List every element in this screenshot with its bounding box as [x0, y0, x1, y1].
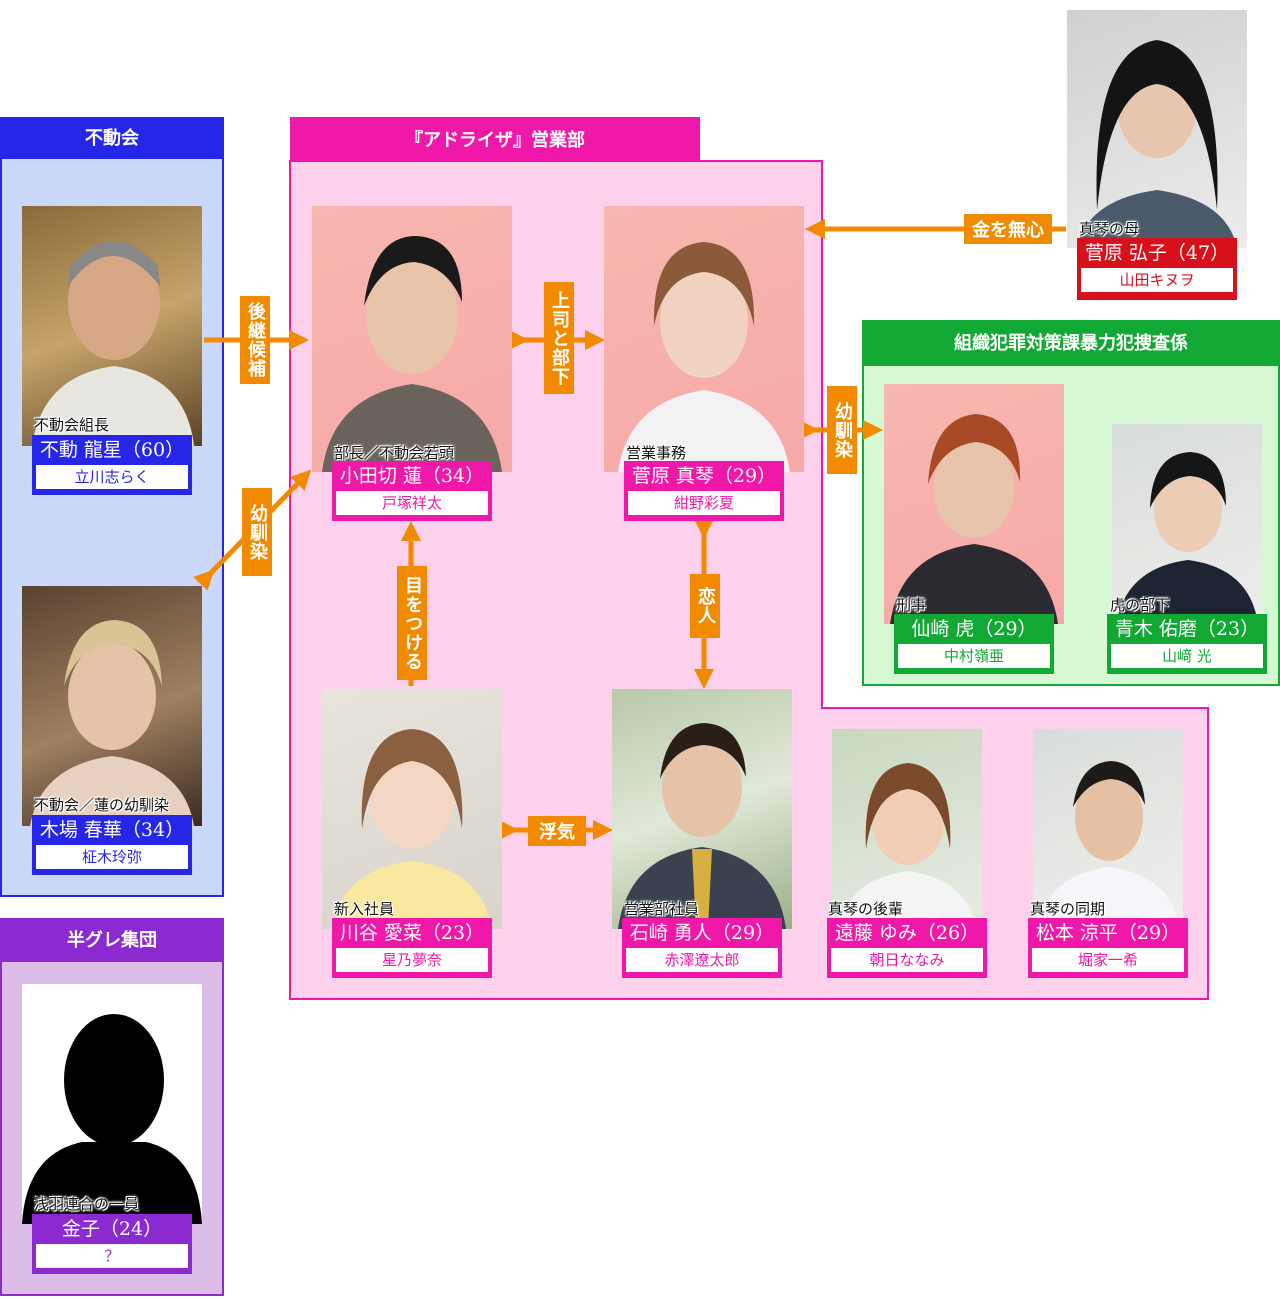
- group-fudokai-header: 不動会: [0, 117, 224, 157]
- name-fudo: 不動 龍星（60）: [39, 439, 185, 461]
- name-sugawara-hiroko: 菅原 弘子（47）: [1084, 242, 1230, 264]
- namecard-senzaki: 仙崎 虎（29） 中村嶺亜: [894, 614, 1054, 674]
- group-fudokai-title: 不動会: [85, 128, 139, 149]
- silhouette-icon: [64, 1014, 164, 1146]
- role-ishizaki: 営業部社員: [624, 900, 700, 918]
- group-hangure-header: 半グレ集団: [0, 918, 224, 960]
- group-hangure-title: 半グレ集団: [67, 930, 157, 951]
- namecard-sugawara-makoto: 菅原 真琴（29） 紺野彩夏: [624, 461, 784, 521]
- actor-fudo: 立川志らく: [36, 465, 188, 489]
- actor-sugawara-hiroko: 山田キヌヲ: [1081, 268, 1233, 292]
- namecard-sugawara-hiroko: 菅原 弘子（47） 山田キヌヲ: [1077, 238, 1237, 300]
- actor-ishizaki: 赤澤遼太郎: [626, 948, 778, 972]
- group-adoraiza-title: 『アドライザ』営業部: [405, 130, 585, 151]
- relation-lovers: 恋人: [690, 574, 720, 638]
- relation-boss: 上司と部下: [544, 282, 574, 394]
- role-sugawara-makoto: 営業事務: [626, 444, 687, 462]
- name-endo: 遠藤 ゆみ（26）: [834, 922, 980, 944]
- photo-kaneko: [22, 984, 202, 1224]
- relation-childhood-right: 幼馴染: [827, 386, 857, 474]
- name-odagiri: 小田切 蓮（34）: [339, 465, 485, 487]
- actor-kiba: 柾木玲弥: [36, 845, 188, 869]
- photo-aoki: [1112, 424, 1262, 624]
- name-aoki: 青木 佑磨（23）: [1114, 618, 1260, 640]
- relation-childhood-left: 幼馴染: [242, 488, 272, 576]
- actor-odagiri: 戸塚祥太: [336, 491, 488, 515]
- role-kawatani: 新入社員: [334, 900, 395, 918]
- namecard-aoki: 青木 佑磨（23） 山﨑 光: [1107, 614, 1267, 674]
- namecard-matsumoto: 松本 涼平（29） 堀家一希: [1028, 918, 1188, 978]
- photo-sugawara-hiroko: [1067, 10, 1247, 248]
- photo-endo: [832, 729, 982, 929]
- actor-kawatani: 星乃夢奈: [336, 948, 488, 972]
- photo-matsumoto: [1033, 729, 1183, 929]
- role-matsumoto: 真琴の同期: [1030, 900, 1106, 918]
- namecard-fudo: 不動 龍星（60） 立川志らく: [32, 435, 192, 495]
- name-senzaki: 仙崎 虎（29）: [911, 618, 1037, 640]
- relation-money: 金を無心: [964, 214, 1052, 244]
- namecard-endo: 遠藤 ゆみ（26） 朝日ななみ: [827, 918, 987, 978]
- role-endo: 真琴の後輩: [828, 900, 904, 918]
- name-kiba: 木場 春華（34）: [39, 819, 185, 841]
- namecard-kaneko: 金子（24） ？: [32, 1214, 192, 1274]
- actor-aoki: 山﨑 光: [1111, 644, 1263, 668]
- actor-kaneko: ？: [36, 1244, 188, 1268]
- role-sugawara-hiroko: 真琴の母: [1079, 220, 1140, 238]
- role-aoki: 虎の部下: [1110, 596, 1171, 614]
- name-kawatani: 川谷 愛菜（23）: [339, 922, 485, 944]
- relation-successor: 後継候補: [240, 296, 270, 384]
- group-soshiki-title: 組織犯罪対策課暴力犯捜査係: [954, 333, 1188, 354]
- namecard-ishizaki: 石崎 勇人（29） 赤澤遼太郎: [622, 918, 782, 978]
- namecard-odagiri: 小田切 蓮（34） 戸塚祥太: [332, 461, 492, 521]
- relation-target: 目をつける: [397, 566, 427, 680]
- relation-affair: 浮気: [528, 816, 586, 846]
- group-soshiki-header: 組織犯罪対策課暴力犯捜査係: [862, 320, 1280, 364]
- role-odagiri: 部長／不動会若頭: [334, 444, 455, 462]
- actor-senzaki: 中村嶺亜: [898, 644, 1050, 668]
- role-senzaki: 刑事: [896, 596, 927, 614]
- name-matsumoto: 松本 涼平（29）: [1035, 922, 1181, 944]
- actor-matsumoto: 堀家一希: [1032, 948, 1184, 972]
- group-adoraiza-header: 『アドライザ』営業部: [290, 117, 700, 161]
- photo-kawatani: [322, 689, 502, 929]
- role-kaneko: 浅羽連合の一員: [34, 1195, 140, 1213]
- role-kiba: 不動会／蓮の幼馴染: [34, 796, 170, 814]
- actor-sugawara-makoto: 紺野彩夏: [628, 491, 780, 515]
- name-kaneko: 金子（24）: [61, 1218, 163, 1240]
- namecard-kawatani: 川谷 愛菜（23） 星乃夢奈: [332, 918, 492, 978]
- photo-odagiri: [312, 206, 512, 472]
- photo-fudo: [22, 206, 202, 446]
- photo-senzaki: [884, 384, 1064, 624]
- namecard-kiba: 木場 春華（34） 柾木玲弥: [32, 815, 192, 875]
- photo-sugawara-makoto: [604, 206, 804, 472]
- name-sugawara-makoto: 菅原 真琴（29）: [631, 465, 777, 487]
- photo-kiba: [22, 586, 202, 826]
- actor-endo: 朝日ななみ: [831, 948, 983, 972]
- name-ishizaki: 石崎 勇人（29）: [629, 922, 775, 944]
- role-fudo: 不動会組長: [34, 416, 110, 434]
- photo-ishizaki: [612, 689, 792, 929]
